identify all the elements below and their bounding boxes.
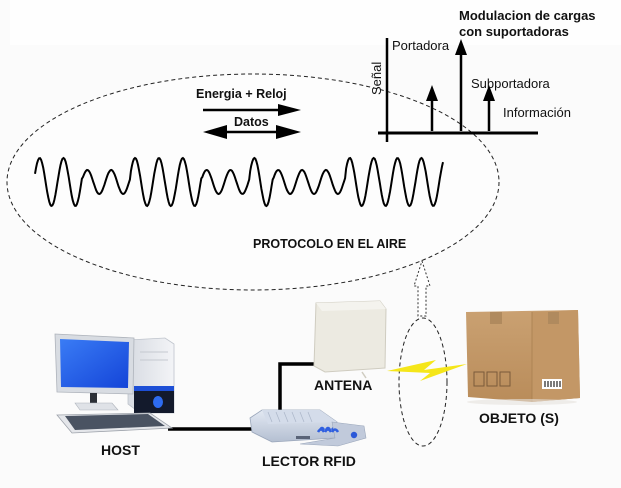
- carrier-label: Portadora: [392, 38, 450, 53]
- lower-sideband-arrow: [426, 85, 438, 131]
- backscatter-arrow: [413, 259, 431, 317]
- data-link-label: Datos: [232, 115, 271, 129]
- background-patch: [10, 0, 621, 45]
- carrier-arrow: [455, 39, 467, 131]
- reader-antenna-cable: [278, 362, 316, 414]
- antenna-panel-icon: [313, 300, 387, 379]
- reader-label: LECTOR RFID: [262, 453, 356, 469]
- information-label: Información: [503, 105, 571, 120]
- cardboard-box-icon: [466, 310, 580, 405]
- subcarrier-label: Subportadora: [471, 76, 550, 91]
- forward-link-label: Energia + Reloj: [196, 87, 287, 101]
- diagram-title-line1: Modulacion de cargas: [459, 8, 596, 23]
- diagram-title-line2: con suportadoras: [459, 24, 569, 39]
- air-protocol-label: PROTOCOLO EN EL AIRE: [253, 237, 407, 251]
- coupling-field-ellipse: [398, 317, 448, 447]
- modulated-waveform: [34, 156, 444, 208]
- forward-link-arrow: [203, 104, 301, 116]
- rfid-reader-right: [299, 421, 367, 447]
- spectrum-chart: [378, 38, 538, 142]
- rfid-reader-icon: [249, 409, 358, 443]
- host-label: HOST: [101, 442, 140, 458]
- air-protocol-ellipse: [6, 73, 500, 291]
- wireless-lightning-icon: [387, 360, 467, 381]
- object-label: OBJETO (S): [479, 410, 559, 426]
- data-link-arrow: [203, 125, 301, 139]
- antenna-label: ANTENA: [314, 377, 373, 393]
- host-computer-icon: [54, 333, 175, 434]
- signal-axis-label: Señal: [369, 61, 384, 95]
- upper-sideband-arrow: [483, 85, 495, 131]
